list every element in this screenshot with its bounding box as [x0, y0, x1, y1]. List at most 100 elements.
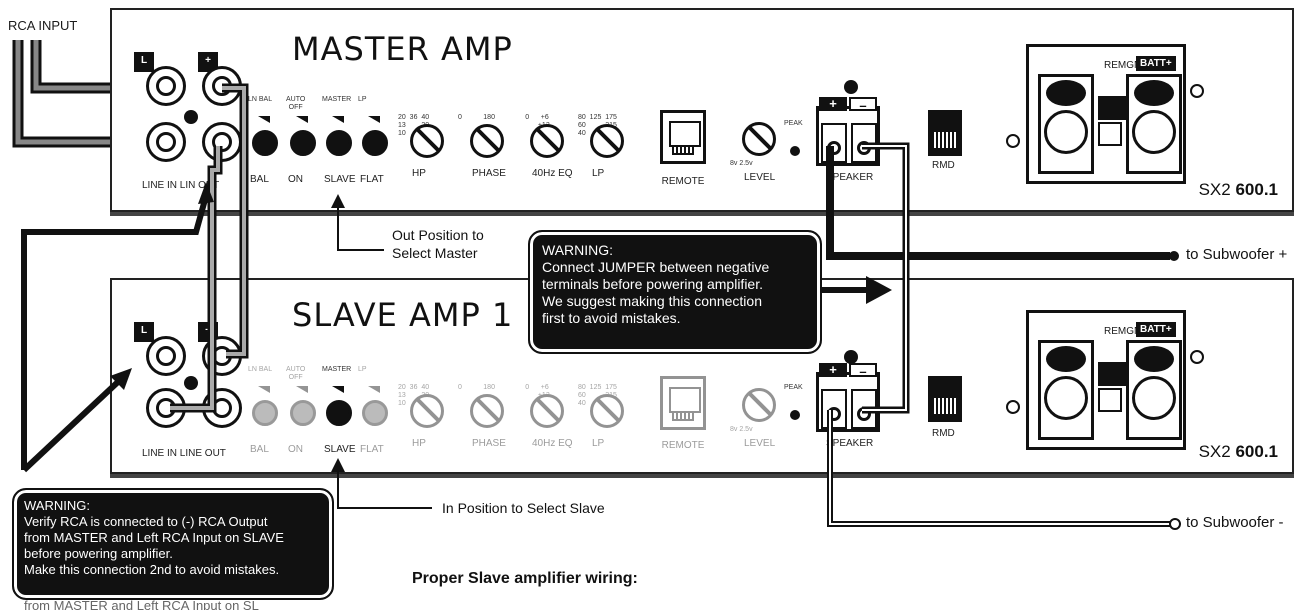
- master-amp-title: MASTER AMP: [292, 30, 513, 68]
- jumper-warning-line: first to avoid mistakes.: [542, 310, 681, 326]
- slave-mode-button-3[interactable]: [362, 400, 388, 426]
- slave-knob-marks: 0 180: [458, 384, 495, 391]
- slave-rmd-label: RMD: [932, 428, 955, 439]
- slave-knob-2[interactable]: [530, 394, 564, 428]
- link-cable-minus-inner: [170, 146, 220, 410]
- slave-mode-callout: In Position to Select Slave: [442, 500, 605, 516]
- slave-rem-gnd-label: REMGND: [1104, 326, 1149, 337]
- rca-warning-line: Verify RCA is connected to (-) RCA Outpu…: [24, 514, 268, 529]
- slave-level-label: LEVEL: [744, 438, 776, 449]
- master-button-top-label: LN BAL: [248, 96, 273, 103]
- slave-model-label: SX2 600.1: [1198, 442, 1278, 461]
- slave-power-terminal[interactable]: REMGND BATT+: [1006, 310, 1204, 450]
- master-knob-label: 40Hz EQ: [532, 168, 573, 179]
- master-peak-led: [790, 146, 800, 156]
- slave-knob-label: LP: [592, 438, 605, 449]
- slave-knob-1[interactable]: [470, 394, 504, 428]
- slave-callout-arrowhead: [331, 458, 345, 472]
- master-knob-3[interactable]: [590, 124, 624, 158]
- link-cable-plus-outer: [222, 83, 249, 359]
- jumper-wire-inner: [862, 145, 907, 411]
- slave-rca-line-in-left[interactable]: [146, 336, 186, 376]
- slave-peak-label: PEAK: [784, 384, 803, 391]
- master-knob-marks: 0 180: [458, 114, 495, 121]
- master-knob-2[interactable]: [530, 124, 564, 158]
- slave-button-bottom-label: FLAT: [360, 444, 384, 455]
- master-level-knob[interactable]: [742, 122, 776, 156]
- master-power-terminal[interactable]: REMGND BATT+: [1006, 44, 1204, 184]
- master-button-indicator: [258, 116, 270, 123]
- master-remote-port[interactable]: [660, 110, 706, 164]
- rca-warning-box: WARNING: Verify RCA is connected to (-) …: [12, 488, 334, 600]
- rca-input-cable-right-inner: [15, 40, 155, 145]
- slave-button-bottom-label: SLAVE: [324, 444, 356, 455]
- slave-batt-label: BATT+: [1136, 322, 1176, 337]
- slave-button-top-label: LN BAL: [248, 366, 273, 373]
- slave-knob-3[interactable]: [590, 394, 624, 428]
- master-rca-ground-dot: [184, 110, 198, 124]
- master-mode-button-1[interactable]: [290, 130, 316, 156]
- master-knob-label: PHASE: [472, 168, 506, 179]
- jumper-warning-box: WARNING: Connect JUMPER between negative…: [528, 230, 822, 354]
- rca-warning-arrow-lower: [21, 377, 123, 473]
- master-knob-0[interactable]: [410, 124, 444, 158]
- master-button-top-label: MASTER: [322, 96, 352, 103]
- slave-remote-port[interactable]: [660, 376, 706, 430]
- slave-mode-button-1[interactable]: [290, 400, 316, 426]
- slave-spk-plus-tab: +: [819, 363, 847, 377]
- master-rca-line-in-left[interactable]: [146, 66, 186, 106]
- slave-peak-led: [790, 410, 800, 420]
- master-mode-button-0[interactable]: [252, 130, 278, 156]
- slave-button-indicator: [368, 386, 380, 393]
- slave-speaker-dot: [844, 350, 858, 364]
- master-rmd-label: RMD: [932, 160, 955, 171]
- to-subwoofer-plus-label: to Subwoofer +: [1186, 246, 1288, 263]
- slave-rca-ground-dot: [184, 376, 198, 390]
- slave-mode-button-0[interactable]: [252, 400, 278, 426]
- master-amp-panel: MASTER AMP SX2 600.1 L + LINE IN LIN OUT…: [110, 8, 1294, 212]
- master-rmd-port[interactable]: [928, 110, 962, 156]
- slave-level-marks: 8v 2.5v: [730, 426, 753, 433]
- slave-rca-l-tab: L: [134, 322, 154, 342]
- slave-knob-label: PHASE: [472, 438, 506, 449]
- slave-button-top-label: MASTER: [322, 366, 352, 373]
- sub-minus-end: [1169, 518, 1181, 530]
- master-knob-label: HP: [412, 168, 426, 179]
- master-mode-button-2[interactable]: [326, 130, 352, 156]
- slave-spk-minus-tab: –: [849, 363, 877, 378]
- master-button-indicator: [296, 116, 308, 123]
- master-knob-1[interactable]: [470, 124, 504, 158]
- rca-warning-arrowhead-upper: [198, 182, 214, 204]
- master-button-bottom-label: ON: [288, 174, 303, 185]
- rca-warning-line: Make this connection 2nd to avoid mistak…: [24, 562, 280, 577]
- master-button-indicator: [368, 116, 380, 123]
- rca-input-label: RCA INPUT: [8, 18, 78, 33]
- master-speaker-label: SPEAKER: [826, 172, 874, 183]
- master-batt-label: BATT+: [1136, 56, 1176, 71]
- sub-plus-wire: [826, 146, 1170, 260]
- slave-knob-0[interactable]: [410, 394, 444, 428]
- jumper-warning-line: We suggest making this connection: [542, 293, 762, 309]
- master-model-label: SX2 600.1: [1198, 180, 1278, 199]
- slave-button-indicator: [332, 386, 344, 393]
- clipped-text-fragment: from MASTER and Left RCA Input on SL: [24, 600, 259, 610]
- slave-amp-title: SLAVE AMP 1: [292, 296, 514, 334]
- slave-button-bottom-label: ON: [288, 444, 303, 455]
- slave-button-indicator: [296, 386, 308, 393]
- master-rca-label: LINE IN LIN OUT: [142, 180, 220, 191]
- rca-warning-line: from MASTER and Left RCA Input on SLAVE: [24, 530, 284, 545]
- sub-minus-wire-inner: [829, 410, 1172, 525]
- slave-mode-button-2[interactable]: [326, 400, 352, 426]
- master-rca-line-in-right[interactable]: [146, 122, 186, 162]
- master-knob-label: LP: [592, 168, 605, 179]
- master-mode-button-3[interactable]: [362, 130, 388, 156]
- master-mode-callout: Out Position to Select Master: [392, 227, 484, 261]
- master-rem-gnd-label: REMGND: [1104, 60, 1149, 71]
- slave-rmd-port[interactable]: [928, 376, 962, 422]
- slave-callout-line: [337, 466, 432, 509]
- slave-level-knob[interactable]: [742, 388, 776, 422]
- rca-warning-line: before powering amplifier.: [24, 546, 173, 561]
- master-button-top-label: LP: [358, 96, 367, 103]
- rca-warning-arrow-upper: [21, 195, 209, 470]
